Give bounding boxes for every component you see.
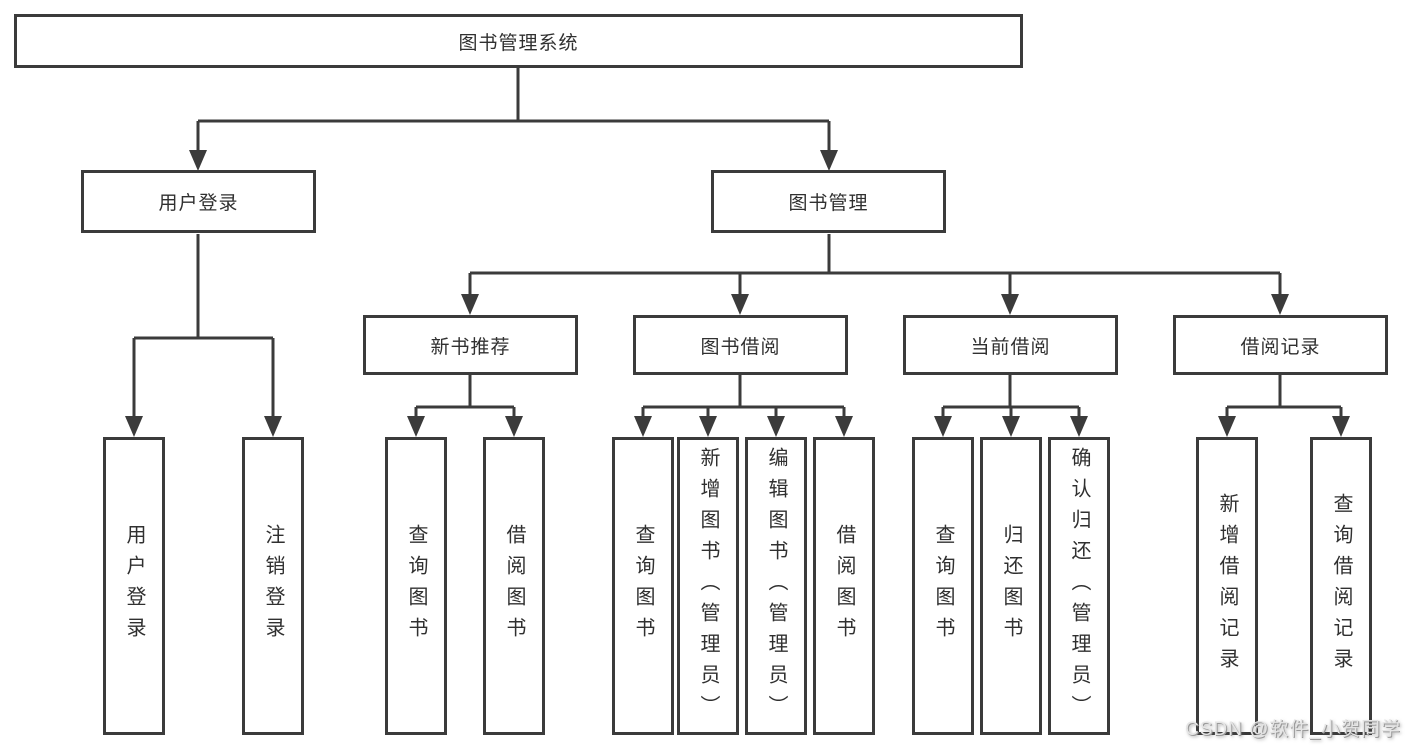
- leaf-add-book-admin: 新增图书（管理员）: [677, 437, 739, 735]
- node-borrowing-records: 借阅记录: [1173, 315, 1388, 375]
- node-label: 用户登录: [123, 524, 145, 648]
- node-label: 借阅图书: [833, 524, 855, 648]
- leaf-query-books-current: 查询图书: [912, 437, 974, 735]
- node-label: 当前借阅: [970, 336, 1051, 358]
- node-label: 新书推荐: [430, 336, 511, 358]
- leaf-confirm-return-admin: 确认归还（管理员）: [1048, 437, 1110, 735]
- node-label: 编辑图书（管理员）: [765, 446, 787, 726]
- arrowheads: [125, 150, 1350, 437]
- leaf-borrow-books-borrowing: 借阅图书: [813, 437, 875, 735]
- node-label: 图书管理系统: [458, 32, 579, 54]
- node-label: 新增图书（管理员）: [697, 446, 719, 726]
- node-label: 查询图书: [932, 524, 954, 648]
- node-label: 图书管理: [788, 193, 869, 214]
- node-book-borrowing: 图书借阅: [633, 315, 848, 375]
- node-label: 查询借阅记录: [1330, 493, 1352, 679]
- node-book-management: 图书管理: [711, 170, 946, 233]
- leaf-borrow-books-recommend: 借阅图书: [483, 437, 545, 735]
- leaf-add-borrow-record: 新增借阅记录: [1196, 437, 1258, 735]
- node-user-login: 用户登录: [81, 170, 316, 233]
- node-label: 确认归还（管理员）: [1068, 446, 1090, 726]
- leaf-logout: 注销登录: [242, 437, 304, 735]
- node-label: 图书借阅: [700, 336, 781, 358]
- node-label: 用户登录: [158, 193, 239, 214]
- csdn-watermark: CSDN @软件_小贺同学: [1185, 719, 1401, 740]
- leaf-return-book: 归还图书: [980, 437, 1042, 735]
- leaf-query-books-borrowing: 查询图书: [612, 437, 674, 735]
- node-label: 新增借阅记录: [1216, 493, 1238, 679]
- leaf-user-login: 用户登录: [103, 437, 165, 735]
- node-current-borrowing: 当前借阅: [903, 315, 1118, 375]
- leaf-edit-book-admin: 编辑图书（管理员）: [745, 437, 807, 735]
- node-library-management-system: 图书管理系统: [14, 14, 1023, 68]
- node-label: 查询图书: [405, 524, 427, 648]
- leaf-query-books-recommend: 查询图书: [385, 437, 447, 735]
- node-label: 借阅图书: [503, 524, 525, 648]
- node-label: 归还图书: [1000, 524, 1022, 648]
- node-label: 借阅记录: [1240, 336, 1321, 358]
- node-label: 查询图书: [632, 524, 654, 648]
- node-label: 注销登录: [262, 524, 284, 648]
- leaf-query-borrow-record: 查询借阅记录: [1310, 437, 1372, 735]
- node-new-book-recommend: 新书推荐: [363, 315, 578, 375]
